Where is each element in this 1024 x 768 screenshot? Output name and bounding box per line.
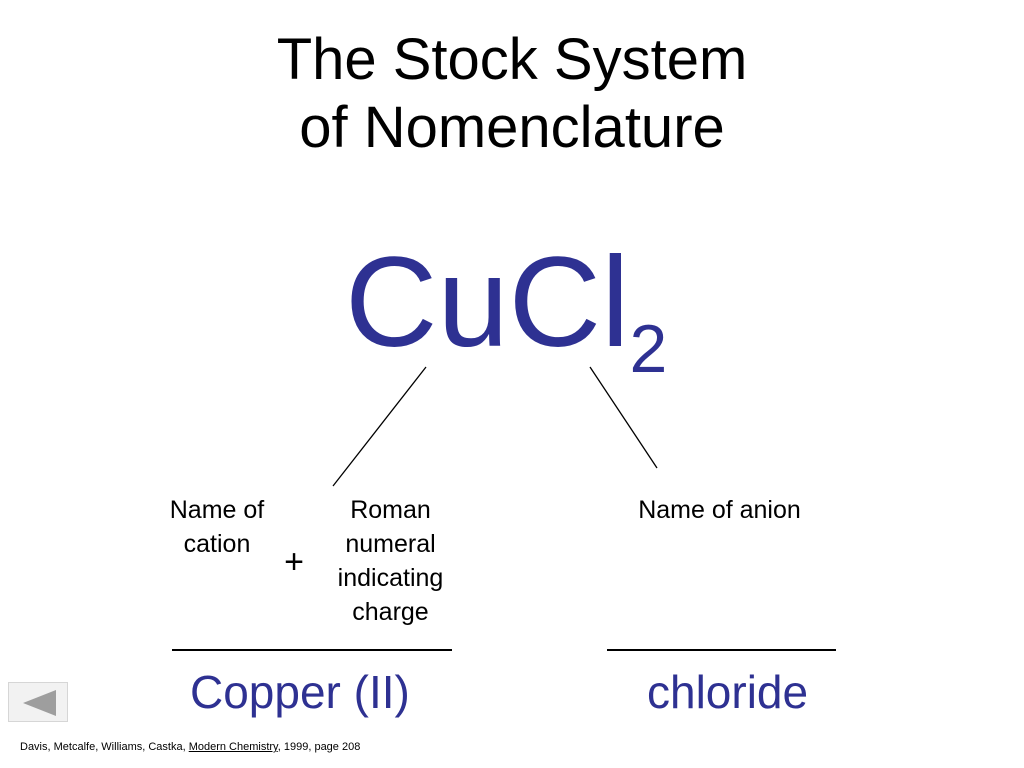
cation-answer: Copper (II): [190, 666, 410, 718]
formula-main: CuCl: [345, 231, 630, 374]
cation-label-line-1: Name of: [169, 496, 265, 524]
roman-label-line-4: charge: [352, 598, 429, 626]
anion-connector-line: [589, 366, 658, 469]
left-triangle-icon: [23, 690, 56, 716]
slide-title: The Stock System of Nomenclature: [0, 26, 1024, 162]
citation: Davis, Metcalfe, Williams, Castka, Moder…: [20, 740, 360, 754]
cation-connector-line: [332, 366, 427, 487]
citation-book-title: Modern Chemistry: [188, 741, 278, 753]
citation-authors: Davis, Metcalfe, Williams, Castka,: [20, 741, 189, 753]
cation-label-line-2: cation: [183, 530, 251, 558]
roman-label-line-3: indicating: [337, 564, 444, 592]
formula-subscript: 2: [629, 310, 668, 387]
cation-label: Name of cation: [152, 493, 282, 561]
citation-details: , 1999, page 208: [277, 741, 361, 753]
roman-label-line-2: numeral: [345, 530, 436, 558]
cation-answer-blank: [172, 649, 452, 651]
roman-label-line-1: Roman: [350, 496, 431, 524]
chemical-formula: CuCl2: [345, 228, 667, 398]
anion-answer: chloride: [647, 666, 809, 718]
title-line-1: The Stock System: [276, 27, 748, 92]
anion-label: Name of anion: [638, 496, 801, 524]
back-button[interactable]: [8, 682, 68, 722]
anion-answer-blank: [607, 649, 836, 651]
roman-numeral-label: Roman numeral indicating charge: [318, 493, 463, 629]
title-line-2: of Nomenclature: [299, 95, 725, 160]
plus-sign: +: [284, 543, 304, 581]
